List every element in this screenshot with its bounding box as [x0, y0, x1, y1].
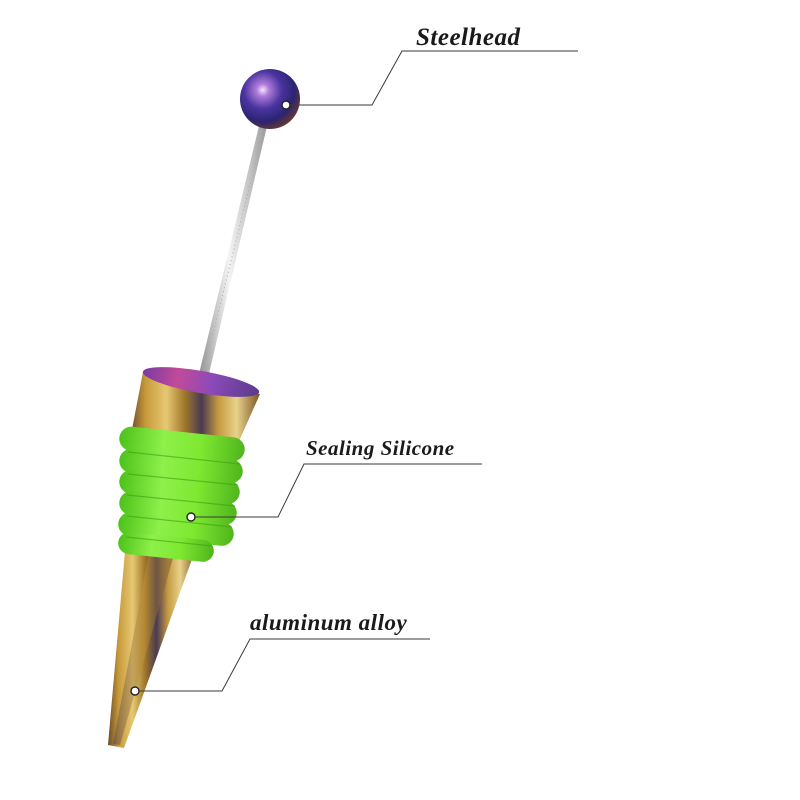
leader-lines — [135, 50, 578, 692]
silicone-rings — [118, 426, 245, 562]
label-steelhead: Steelhead — [416, 24, 521, 51]
rod-thread — [202, 131, 264, 375]
steel-rod — [198, 126, 267, 378]
anchor-dot-steelhead — [281, 100, 291, 110]
anchor-dot-silicone — [186, 512, 196, 522]
leader-line-alloy — [135, 638, 430, 692]
cone-rim — [142, 367, 260, 397]
cone-tip-shade — [113, 548, 175, 745]
label-sealing-silicone: Sealing Silicone — [306, 436, 455, 460]
label-aluminum-alloy: aluminum alloy — [250, 610, 408, 635]
leader-line-steelhead — [286, 50, 578, 106]
steel-ball — [240, 69, 300, 129]
anchor-dot-alloy — [130, 686, 140, 696]
anchor-dots — [130, 100, 291, 696]
leader-line-silicone — [191, 463, 482, 518]
